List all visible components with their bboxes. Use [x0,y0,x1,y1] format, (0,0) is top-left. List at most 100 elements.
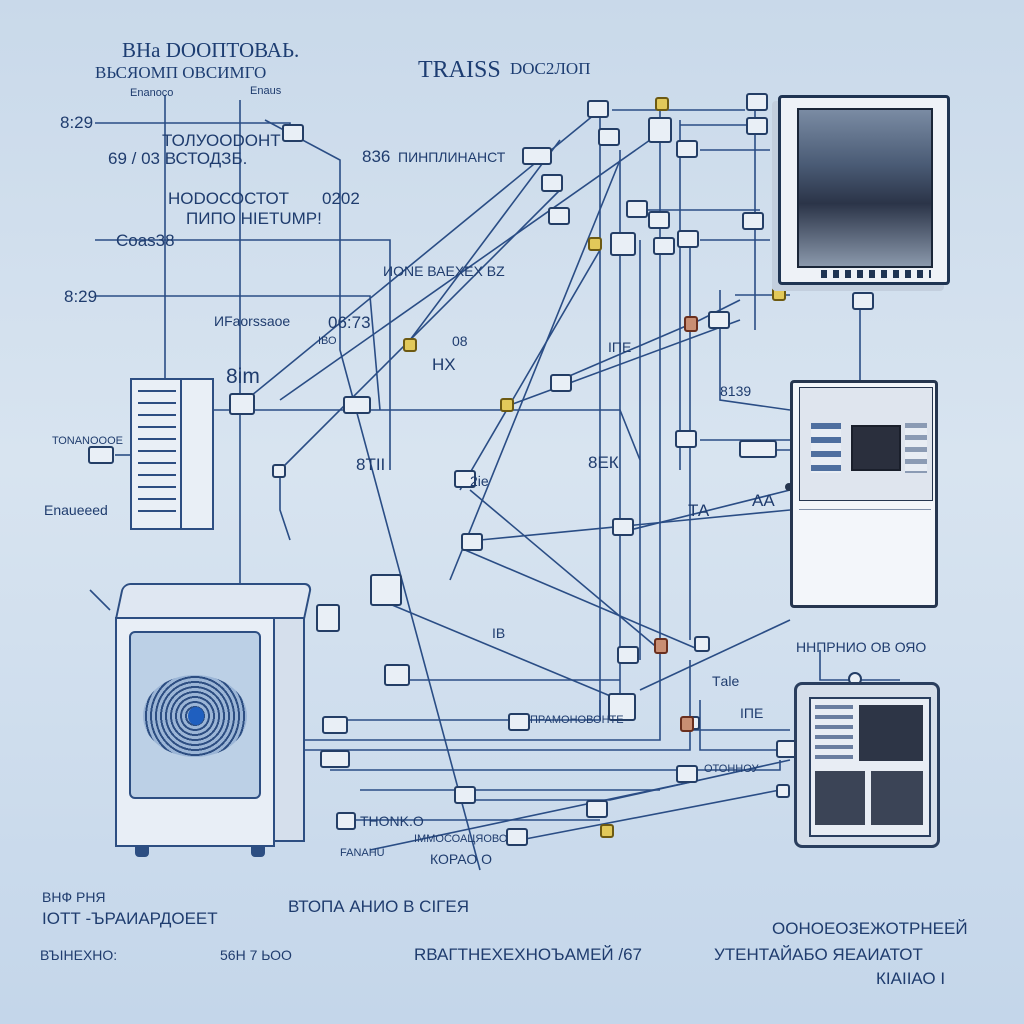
label-pinpanie: ПИНПЛИНАНСТ [398,149,506,165]
node[interactable] [608,693,636,721]
monitor-screen [797,108,933,268]
node-yellow[interactable] [600,824,614,838]
label-ifaassa: ИFaоrssаоe [214,313,291,329]
outdoor-unit[interactable] [115,583,313,858]
node[interactable] [675,430,697,448]
node[interactable] [282,124,304,142]
control-panel-knob-icon[interactable] [785,483,793,491]
node[interactable] [587,100,609,118]
node-yellow[interactable] [655,97,669,111]
title-center: TRAISS [418,57,501,83]
node[interactable] [708,311,730,329]
node-yellow[interactable] [500,398,514,412]
footer-b8: УТЕНТАЙАБО ЯЕАИАТОТ [714,945,923,964]
node[interactable] [506,828,528,846]
wire [95,239,391,470]
node-yellow[interactable] [588,237,602,251]
monitor[interactable] [778,95,950,285]
node[interactable] [739,440,777,458]
node-yellow[interactable] [403,338,417,352]
node[interactable] [336,812,356,830]
label-hx: НХ [432,355,456,374]
node[interactable] [610,232,636,256]
control-panel-divider [799,509,931,510]
relay-cabinet[interactable] [130,378,214,530]
label-8ek: 8ЕК [588,453,619,472]
wire [629,489,791,531]
node[interactable] [229,393,255,415]
node[interactable] [461,533,483,551]
footer-b4: 56Н 7 ЬОО [220,947,292,963]
wire [479,509,791,541]
node[interactable] [694,636,710,652]
footer-b2: ІОТТ -ЪРАИАРДОЕЕТ [42,909,218,928]
node[interactable] [776,784,790,798]
node[interactable] [370,574,402,606]
label-nanpuo: ННПРНИО ОВ ОЯО [796,639,927,655]
node[interactable] [586,800,608,818]
label-ibo: ІВО [318,335,337,347]
node[interactable] [742,212,764,230]
tablet-screen [809,697,931,837]
outdoor-unit-foot-left [135,845,149,857]
node[interactable] [316,604,340,632]
node[interactable] [522,147,552,165]
node[interactable] [550,374,572,392]
cabinet-slots [138,390,176,520]
monitor-controls[interactable] [821,270,931,278]
wire [95,295,381,411]
label-nome: ИОNЕ ВАЕХЕХ ВZ [383,263,505,279]
fan-hub-icon [188,707,204,725]
footer-b3: ВЪІНЕХНО: [40,947,118,963]
node[interactable] [454,786,476,804]
node[interactable] [677,230,699,248]
label-otonnoy: ОТОННОУ [704,763,759,775]
node-yellow[interactable] [772,287,786,301]
outdoor-unit-foot-right [251,845,265,857]
wire [819,650,900,681]
node[interactable] [626,200,648,218]
node[interactable] [88,446,114,464]
node[interactable] [648,211,670,229]
node[interactable] [384,664,410,686]
tablet-window-bottom-right [871,771,923,825]
node[interactable] [653,237,675,255]
node[interactable] [612,518,634,536]
control-panel-right-indicators [905,423,927,473]
node-red[interactable] [684,316,698,332]
label-kopao: КОРАО О [430,851,492,867]
node[interactable] [852,292,874,310]
label-tolyodont: ТОЛУООDOНТ [162,131,281,150]
outdoor-unit-side [273,617,305,842]
tablet-controller[interactable] [794,682,940,848]
node[interactable] [746,93,768,111]
node[interactable] [676,765,698,783]
node[interactable] [746,117,768,135]
label-thonk: ТНОNK.О [360,813,424,829]
node[interactable] [541,174,563,192]
node[interactable] [548,207,570,225]
node-red[interactable] [680,716,694,732]
node[interactable] [617,646,639,664]
label-829b: 8:29 [64,287,98,306]
node[interactable] [508,713,530,731]
wire [639,619,791,691]
wire [464,549,701,651]
label-ine2: ІПЕ [740,705,764,721]
wire [460,759,791,801]
wire [89,589,111,611]
node[interactable] [648,117,672,143]
node[interactable] [320,750,350,768]
node[interactable] [322,716,348,734]
node[interactable] [676,140,698,158]
node[interactable] [598,128,620,146]
wire [699,700,790,751]
node-red[interactable] [654,638,668,654]
label-tale: Тale [712,673,740,689]
control-panel[interactable] [785,380,938,608]
node[interactable] [272,464,286,478]
node[interactable] [454,470,476,488]
node[interactable] [343,396,371,414]
footer-b9: КIАIIАО I [876,969,946,988]
label-8im: 8іm [226,365,260,388]
